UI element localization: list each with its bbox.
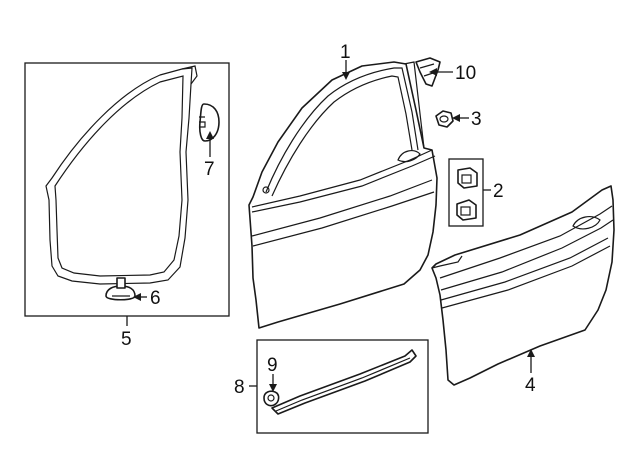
door-window-frame [265, 67, 419, 197]
outer-panel-beltline [439, 205, 614, 291]
door-stop-stem [116, 277, 126, 289]
hinge-upper-icon [457, 167, 478, 189]
door-handle-recess [397, 150, 421, 163]
outer-door-panel [431, 185, 615, 386]
callout-6: 6 [150, 288, 161, 309]
hinge-group-box [448, 158, 484, 227]
weatherstrip-corner-end [181, 65, 198, 85]
door-body-line [251, 179, 435, 247]
callout-10: 10 [455, 63, 476, 84]
hinge-lower-icon [456, 199, 477, 221]
door-shell-front-view [248, 61, 438, 329]
corner-trim-icon [415, 57, 441, 87]
nut-icon [435, 110, 454, 128]
callout-2: 2 [493, 181, 504, 202]
callout-9: 9 [267, 355, 278, 376]
seal-clip-pin [199, 116, 206, 128]
callout-1: 1 [340, 42, 351, 63]
door-molding-strip [271, 349, 417, 415]
callout-8: 8 [234, 377, 245, 398]
mirror-mount-hole [262, 186, 270, 194]
callout-7: 7 [204, 159, 215, 180]
molding-clip-icon [263, 390, 280, 407]
outer-handle-recess [572, 216, 601, 230]
callout-3: 3 [471, 109, 482, 130]
outer-panel-body-line [440, 237, 611, 309]
callout-5: 5 [121, 329, 132, 350]
door-weatherstrip [45, 67, 193, 285]
seal-clip-icon [198, 103, 220, 142]
callout-4: 4 [525, 375, 536, 396]
